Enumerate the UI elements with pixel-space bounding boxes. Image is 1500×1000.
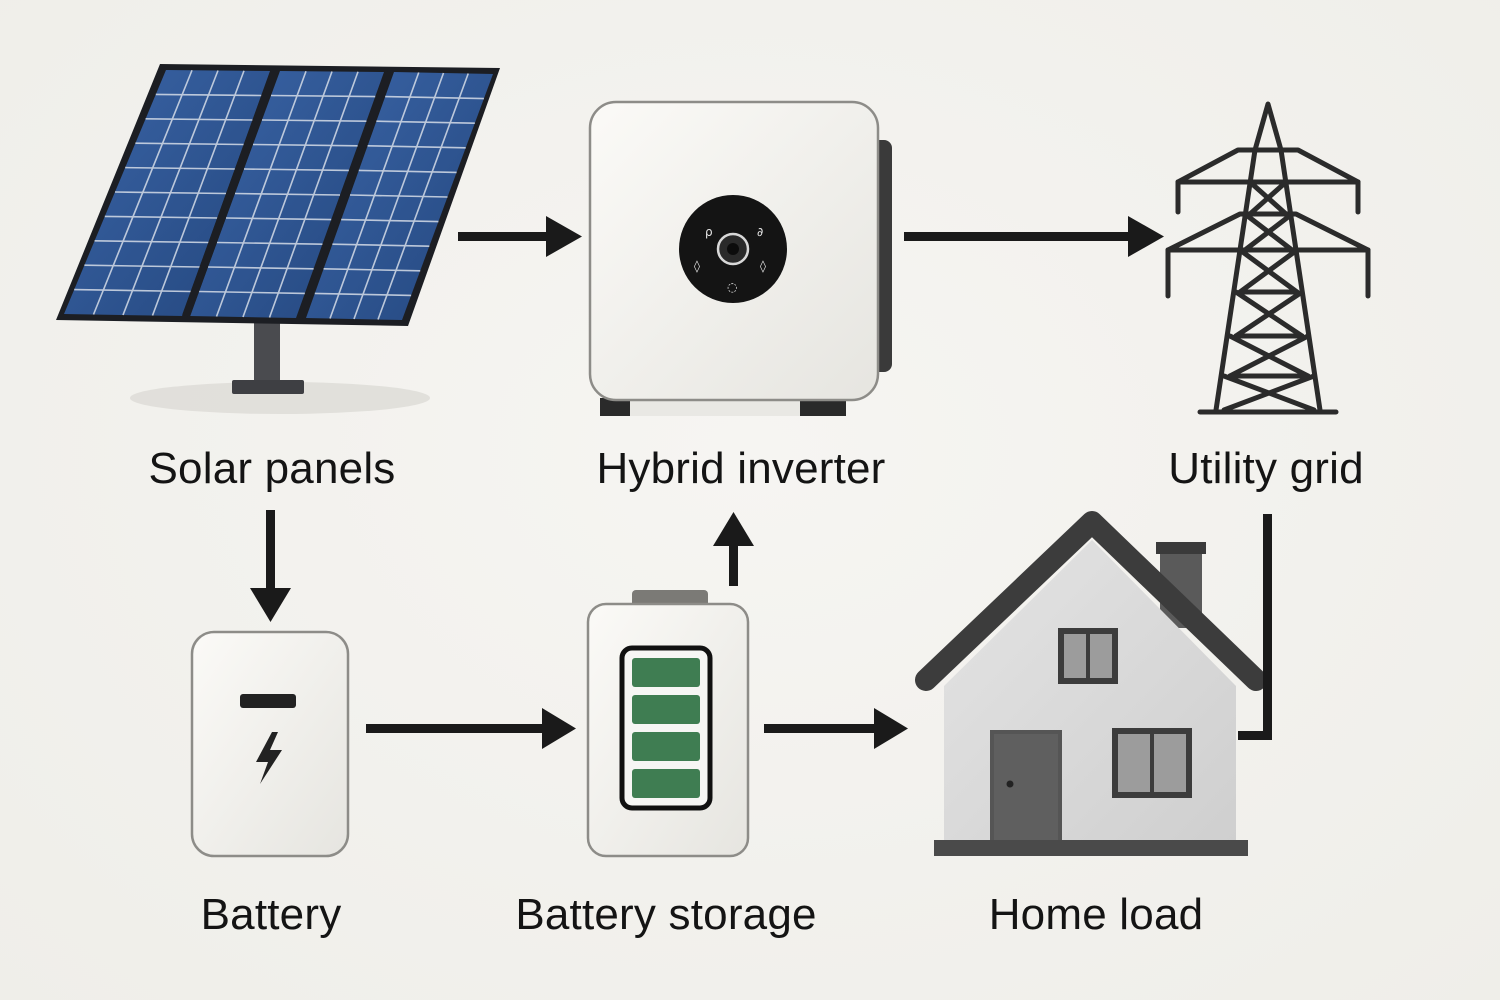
battery-storage-icon <box>586 590 750 858</box>
svg-text:◊: ◊ <box>694 259 700 273</box>
flow-arrows <box>250 216 1272 749</box>
battery-level-bar <box>632 732 700 761</box>
hybrid-inverter-icon: ρ ∂ ◊ ◊ ◌ <box>588 100 892 416</box>
label-home-load: Home load <box>988 890 1204 939</box>
label-battery: Battery <box>200 890 342 939</box>
solar-panel-icon <box>56 64 500 414</box>
svg-text:ρ: ρ <box>705 225 713 239</box>
label-solar-panels: Solar panels <box>148 444 396 493</box>
arrow-battery-to-storage <box>366 708 576 749</box>
arrow-solar-to-inverter <box>458 216 582 257</box>
arrow-solar-to-battery <box>250 510 291 622</box>
label-hybrid-inverter: Hybrid inverter <box>596 444 886 493</box>
svg-text:◊: ◊ <box>760 259 766 273</box>
battery-level-bar <box>632 658 700 687</box>
arrow-inverter-to-grid <box>904 216 1164 257</box>
label-battery-storage: Battery storage <box>515 890 817 939</box>
svg-text:∂: ∂ <box>757 225 763 239</box>
arrow-storage-to-home <box>764 708 908 749</box>
transmission-tower-icon <box>1165 101 1371 415</box>
arrow-storage-to-inverter <box>713 512 754 586</box>
battery-icon <box>190 630 350 858</box>
battery-level-bar <box>632 695 700 724</box>
line-grid-to-home <box>1238 514 1272 740</box>
house-icon <box>915 511 1267 856</box>
label-utility-grid: Utility grid <box>1168 444 1364 493</box>
battery-level-bar <box>632 769 700 798</box>
svg-text:◌: ◌ <box>727 280 737 294</box>
